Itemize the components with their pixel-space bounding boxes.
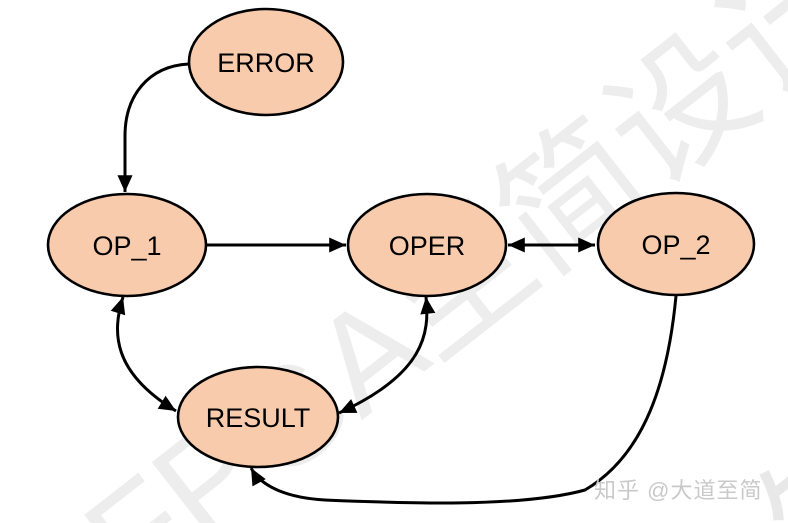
op_2-ellipse — [596, 191, 756, 297]
error-ellipse — [187, 7, 345, 117]
node-op_2: OP_2 — [596, 191, 756, 297]
oper-ellipse — [346, 192, 508, 298]
op_1-label: OP_1 — [92, 231, 161, 261]
edge-error-op_1 — [117, 62, 190, 192]
node-result: RESULT — [176, 365, 340, 469]
node-error: ERROR — [187, 7, 345, 117]
op_2-label: OP_2 — [641, 230, 710, 260]
edge-op_2-result — [249, 295, 678, 505]
result-label: RESULT — [206, 403, 311, 433]
oper-label: OPER — [389, 231, 466, 261]
node-oper: OPER — [346, 192, 508, 298]
edge-op_1-result — [110, 296, 177, 413]
node-op_1: OP_1 — [46, 192, 208, 298]
result-ellipse — [176, 365, 340, 469]
edge-oper-result — [338, 296, 436, 415]
error-label: ERROR — [217, 48, 315, 78]
